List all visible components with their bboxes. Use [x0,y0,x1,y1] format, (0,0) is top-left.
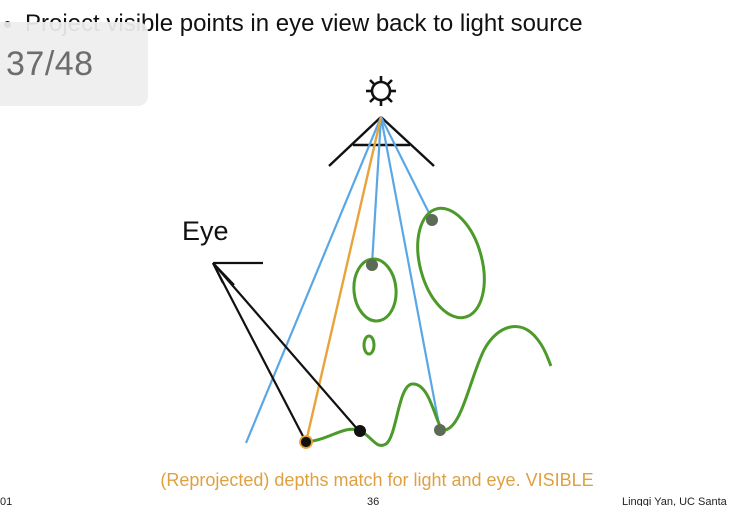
sun-icon [366,76,396,106]
point-light-ground [434,424,446,436]
highlight-ray [304,116,383,443]
footer-page-number: 36 [367,496,380,506]
sample-points [299,214,446,449]
scene-objects [305,206,553,447]
slide-caption: (Reprojected) depths match for light and… [160,470,594,490]
light-rays [244,116,442,444]
eye-label: Eye [182,216,229,246]
wavy-ground-object [305,325,553,447]
light-ray [379,116,442,431]
light-frustum [328,116,435,167]
point-eye-visible [299,435,313,449]
point-eye-second [354,425,366,437]
page-indicator[interactable]: 37/48 [0,22,148,106]
light-ray [380,116,433,220]
point-light-large [426,214,438,226]
eye-ray [212,262,307,443]
eye-ray [212,262,360,432]
eye-rays [212,262,360,443]
large-ellipse-object [416,206,486,320]
point-light-medium [366,259,378,271]
light-ray [244,116,383,444]
eye-frustum [212,261,263,286]
light-ray [370,116,383,265]
footer-left: 01 [0,496,13,506]
small-ellipse-object [362,334,376,356]
footer-author: Lingqi Yan, UC Santa [622,496,727,506]
